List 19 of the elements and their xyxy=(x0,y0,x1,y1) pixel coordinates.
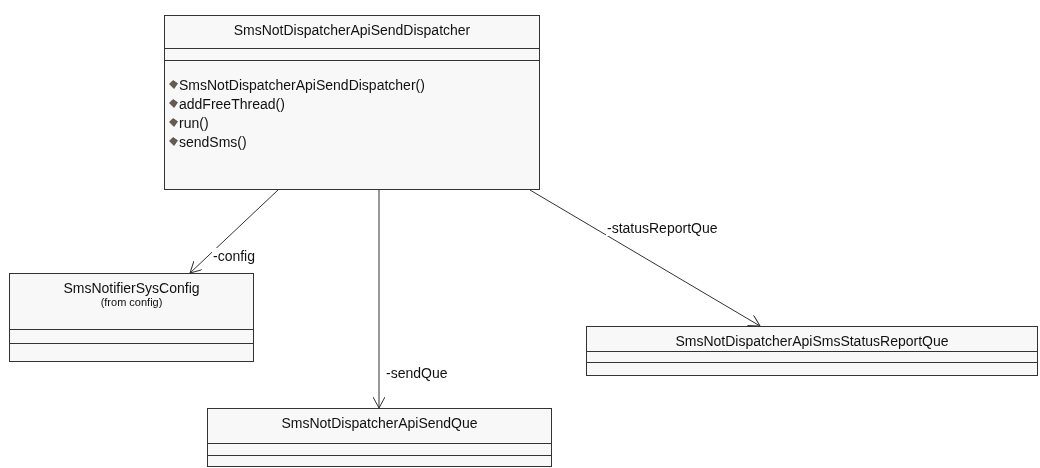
role-label: -statusReportQue xyxy=(606,220,719,236)
class-name: SmsNotifierSysConfig xyxy=(63,280,200,296)
class-box xyxy=(9,273,254,362)
class-name: SmsNotDispatcherApiSendQue xyxy=(281,415,478,431)
association-arrow xyxy=(372,189,386,409)
role-label: -config xyxy=(212,248,257,264)
operation-name: addFreeThread() xyxy=(179,95,285,112)
class-name: SmsNotDispatcherApiSmsStatusReportQue xyxy=(675,333,949,349)
class-name: SmsNotDispatcherApiSendDispatcher xyxy=(233,22,471,38)
operation-name: SmsNotDispatcherApiSendDispatcher() xyxy=(179,76,425,93)
association-arrow xyxy=(189,189,279,274)
association-arrow xyxy=(529,189,761,327)
class-box xyxy=(164,15,540,190)
class-box xyxy=(586,326,1038,376)
role-label: -sendQue xyxy=(385,365,449,381)
operation-name: run() xyxy=(179,114,209,131)
operation-name: sendSms() xyxy=(179,133,247,150)
package-note: (from config) xyxy=(100,296,163,308)
class-box xyxy=(207,408,552,467)
